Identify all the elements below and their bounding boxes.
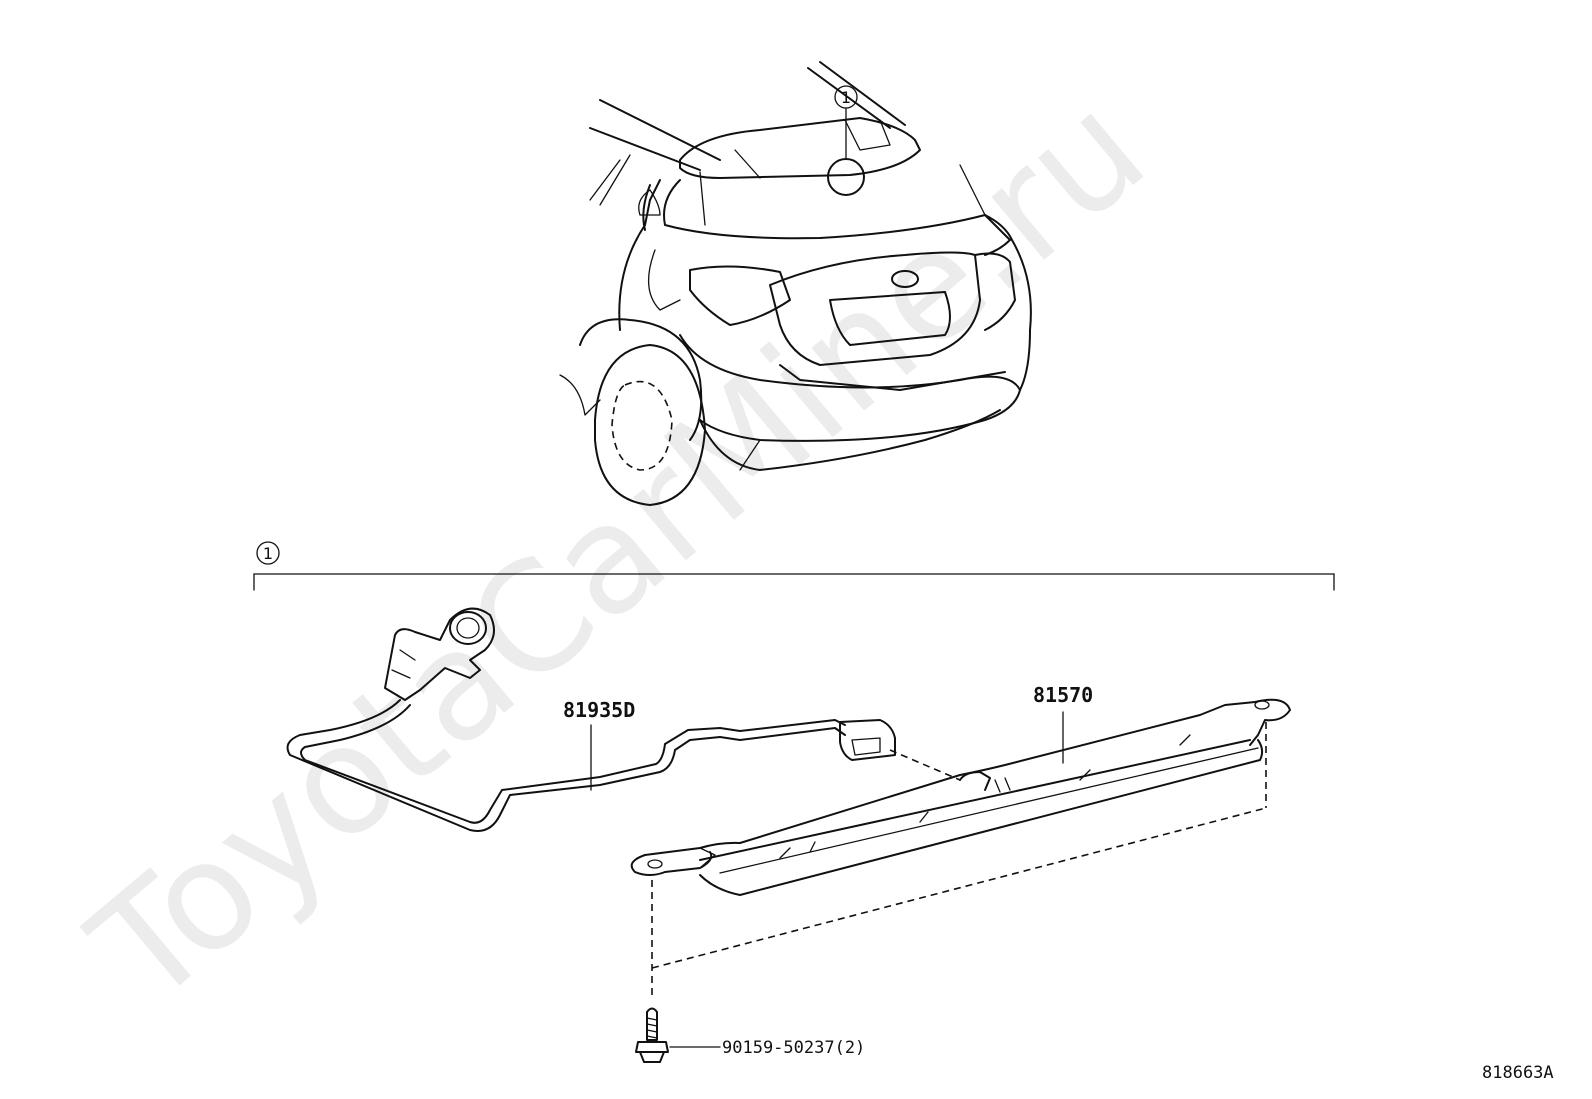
group-callout-number: 1 [263, 544, 273, 563]
screw-part-number: 90159-50237(2) [722, 1038, 865, 1058]
wire-harness-81935d [286, 607, 896, 832]
figure-code: 818663A [1482, 1063, 1554, 1083]
watermark-text: ToyotaCarMine.ru [61, 62, 1177, 1038]
harness-part-number: 81935D [563, 698, 635, 722]
stop-lamp-81570 [630, 698, 1291, 896]
car-callout: 1 [834, 85, 858, 109]
connection-line-harness-lamp [889, 749, 961, 781]
lamp-part-number: 81570 [1033, 683, 1093, 707]
mounting-line-bottom [651, 807, 1267, 969]
car-rear-view [559, 61, 1032, 506]
assembly-bracket: 1 [253, 541, 1335, 591]
screw-90159-50237 [635, 1007, 721, 1063]
car-callout-number: 1 [841, 88, 851, 107]
